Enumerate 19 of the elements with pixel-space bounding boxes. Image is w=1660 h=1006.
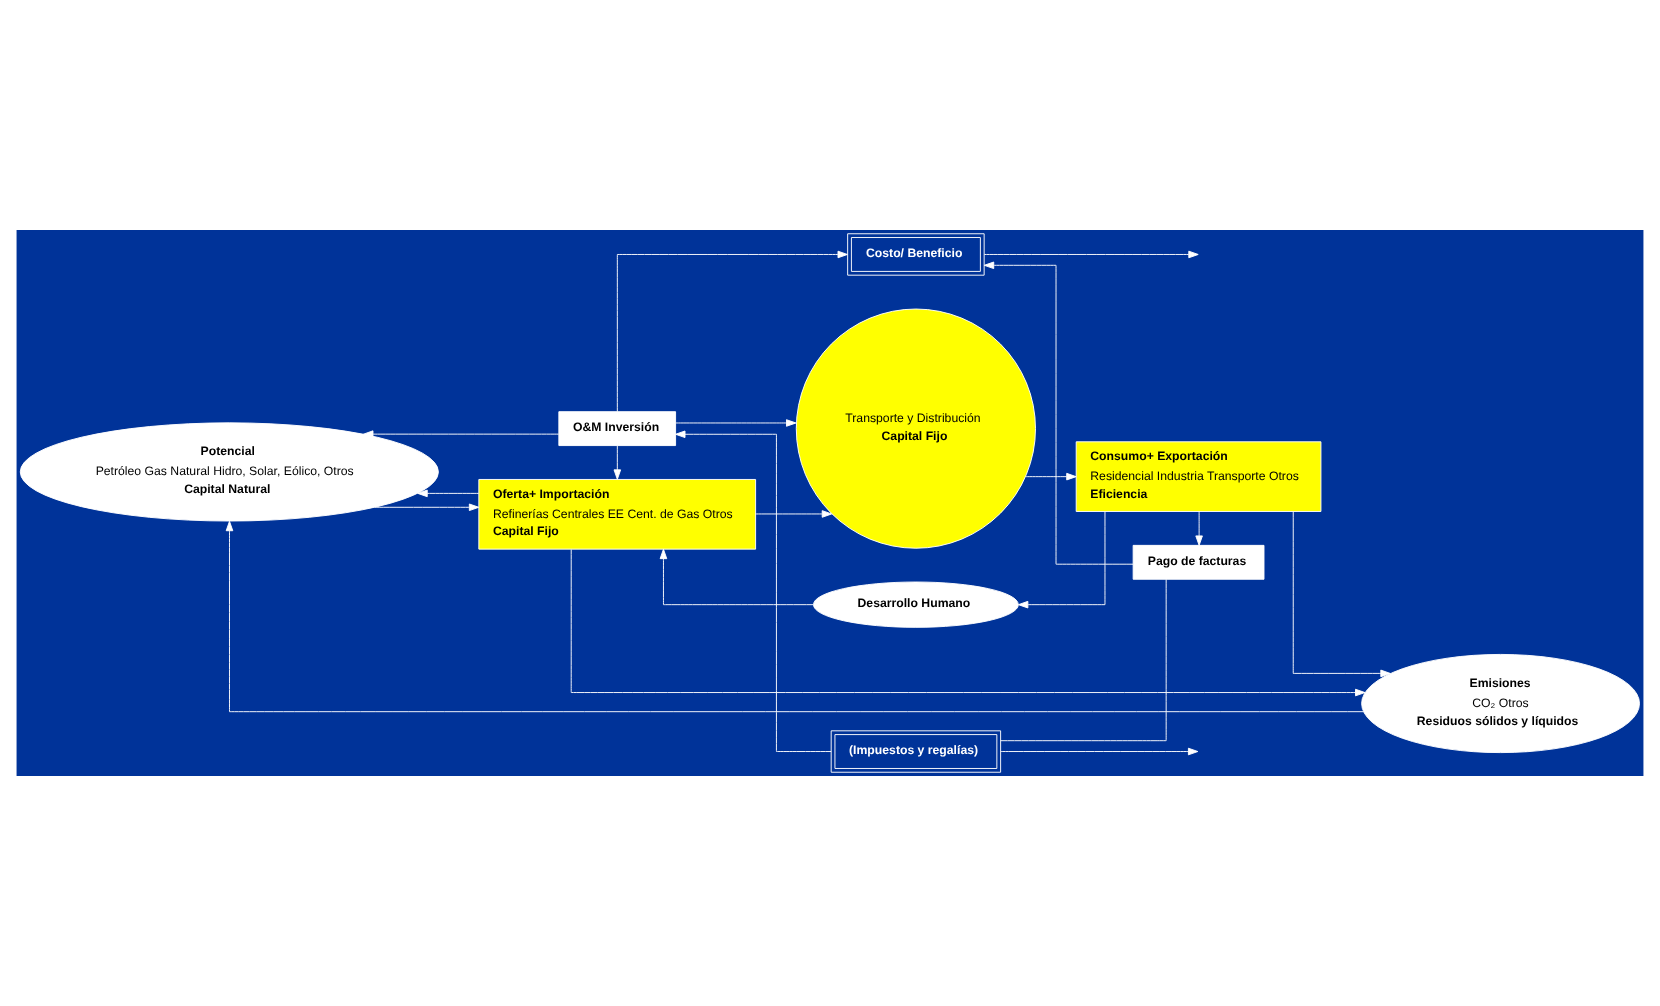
arrow: [983, 261, 1134, 565]
arrow: [613, 445, 622, 480]
arrow: [659, 548, 814, 606]
arrow: [675, 430, 832, 752]
arrow: [225, 520, 1364, 713]
arrow: [755, 510, 833, 518]
arrow: [1195, 511, 1203, 546]
arrow: [374, 503, 480, 512]
connector: [1000, 578, 1167, 742]
arrow: [1292, 511, 1391, 678]
arrow: [570, 549, 1366, 697]
arrow: [983, 250, 1199, 259]
arrow: [1025, 472, 1077, 481]
arrow: [675, 419, 797, 427]
arrow: [1018, 511, 1106, 609]
arrow: [1000, 747, 1199, 756]
arrow: [417, 489, 480, 498]
arrow: [616, 250, 848, 413]
arrow: [363, 430, 560, 438]
